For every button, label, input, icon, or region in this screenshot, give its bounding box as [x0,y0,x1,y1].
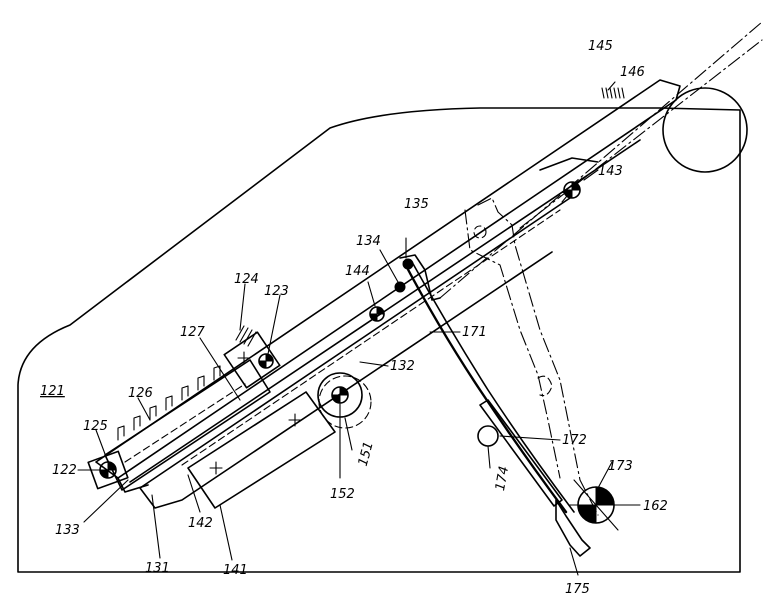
label-133: 133 [55,523,80,538]
label-146: 146 [620,65,645,80]
upper-tray-plate [95,79,681,479]
leader-lines [77,81,641,576]
hatched-spring-145 [601,87,625,99]
label-135: 135 [404,197,429,212]
label-143: 143 [598,164,623,179]
label-144: 144 [345,264,370,279]
holder-block [104,359,271,491]
pivot-134 [394,281,406,293]
hatched-spring-124 [235,325,257,347]
lever-171 [402,260,568,514]
roller-152-hub-fill [331,386,349,404]
label-151: 151 [356,440,377,468]
swing-arm-inner [464,209,561,479]
label-124: 124 [234,272,259,287]
housing-outline [17,107,741,573]
label-134: 134 [356,234,381,249]
label-132: 132 [390,359,415,374]
pivot-143-axis [561,177,583,203]
tray-projection-lower [519,39,763,229]
label-175: 175 [565,582,590,597]
swing-arm-notch [537,375,553,397]
holder-dashes [124,383,246,463]
holder-teeth [117,365,221,441]
label-127: 127 [180,325,206,340]
swing-arm-pivot-circle [473,225,487,239]
label-121: 121 [40,384,65,399]
label-173: 173 [608,459,633,474]
label-122: 122 [52,463,77,478]
roller-174 [477,425,499,447]
tray-projection-upper [439,21,763,299]
lever-171-b [411,261,575,513]
label-174: 174 [493,465,512,492]
roller-wheel [662,87,748,173]
label-142: 142 [188,516,213,531]
bracket-step [539,157,599,171]
label-152: 152 [330,487,355,502]
label-145: 145 [588,39,613,54]
pivot-123-fill [258,353,274,369]
label-171: 171 [462,325,487,340]
label-126: 126 [128,386,153,401]
cassette-box [187,391,336,509]
pivot-122-fill [99,461,117,479]
swing-arm-outline [477,197,599,516]
label-162: 162 [643,499,668,514]
pivot-125-plate [87,450,129,490]
foot-175 [555,499,591,557]
dashed-inner-plate [181,209,561,466]
roller-151-dash [318,375,372,429]
label-125: 125 [83,419,108,434]
bar-172 [479,399,563,507]
label-123: 123 [264,284,289,299]
label-172: 172 [562,433,587,448]
label-141: 141 [223,563,248,578]
pivot-144-fill [369,306,385,322]
lower-tray-plate [139,197,571,509]
label-131: 131 [145,561,170,576]
